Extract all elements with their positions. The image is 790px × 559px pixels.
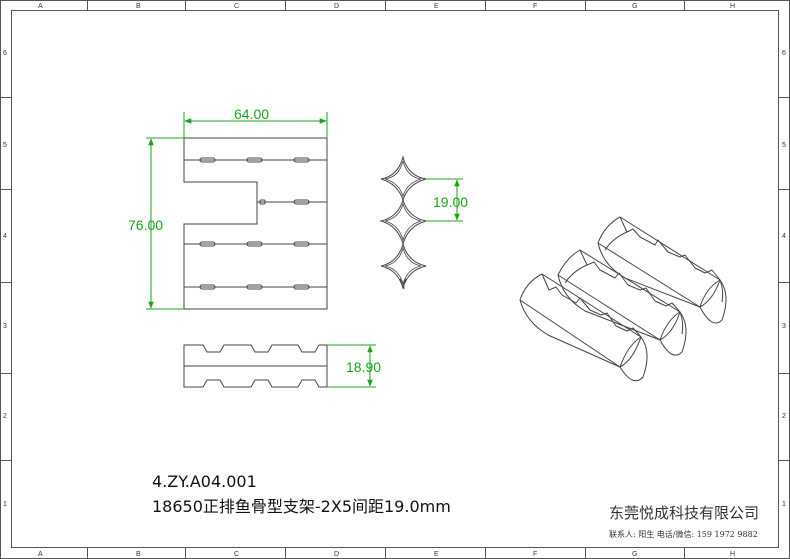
isometric-view (519, 216, 727, 382)
dimension-pitch: 19.00 (426, 178, 468, 222)
zone-col-d: D (334, 551, 339, 558)
zone-col-g: G (632, 551, 637, 558)
zone-row-5: 5 (782, 142, 786, 149)
company-name: 东莞悦成科技有限公司 (609, 504, 759, 522)
zone-row-1: 1 (782, 501, 786, 508)
zone-col-g: G (632, 3, 637, 10)
dimension-pitch-label: 19.00 (433, 194, 468, 210)
zone-col-h: H (730, 551, 735, 558)
dimension-thickness-label: 18.90 (346, 359, 381, 375)
zone-col-b: B (136, 3, 141, 10)
zone-row-6: 6 (3, 50, 7, 57)
zone-col-c: C (234, 551, 239, 558)
zone-row-1: 1 (3, 501, 7, 508)
zone-row-2: 2 (3, 413, 7, 420)
plan-view-outline (183, 137, 328, 310)
zone-row-4: 4 (3, 233, 7, 240)
title-block: 4.ZY.A04.001 18650正排鱼骨型支架-2X5间距19.0mm 东莞… (152, 472, 759, 539)
profile-view (379, 155, 427, 290)
zone-row-6: 6 (782, 50, 786, 57)
zone-col-f: F (533, 3, 537, 10)
dimension-width: 64.00 (183, 106, 328, 138)
contact-info: 联系人: 阳生 电话/微信: 159 1972 9882 (609, 529, 758, 539)
zone-col-f: F (533, 551, 537, 558)
zone-row-3: 3 (3, 323, 7, 330)
dimension-thickness: 18.90 (327, 344, 381, 388)
zone-column-labels-top: A B C D E F G H (38, 3, 735, 10)
zone-col-b: B (136, 551, 141, 558)
zone-col-c: C (234, 3, 239, 10)
front-view (183, 344, 328, 388)
zone-row-labels-left: 6 5 4 3 2 1 (3, 50, 7, 508)
part-name: 18650正排鱼骨型支架-2X5间距19.0mm (152, 497, 451, 516)
zone-row-labels-right: 6 5 4 3 2 1 (782, 50, 786, 508)
dimension-width-label: 64.00 (234, 106, 269, 122)
zone-col-e: E (434, 3, 439, 10)
profile-view-inner (384, 160, 422, 286)
zone-row-4: 4 (782, 233, 786, 240)
zone-col-a: A (38, 551, 43, 558)
zone-row-3: 3 (782, 323, 786, 330)
zone-column-labels-bottom: A B C D E F G H (38, 551, 735, 558)
profile-view-lower (403, 287, 405, 289)
zone-col-d: D (334, 3, 339, 10)
zone-col-h: H (730, 3, 735, 10)
zone-row-5: 5 (3, 142, 7, 149)
zone-col-e: E (434, 551, 439, 558)
part-number: 4.ZY.A04.001 (152, 472, 257, 491)
plan-view (183, 137, 328, 310)
dimension-height: 76.00 (128, 137, 184, 310)
zone-row-2: 2 (782, 413, 786, 420)
zone-col-a: A (38, 3, 43, 10)
dimension-height-label: 76.00 (128, 217, 163, 233)
